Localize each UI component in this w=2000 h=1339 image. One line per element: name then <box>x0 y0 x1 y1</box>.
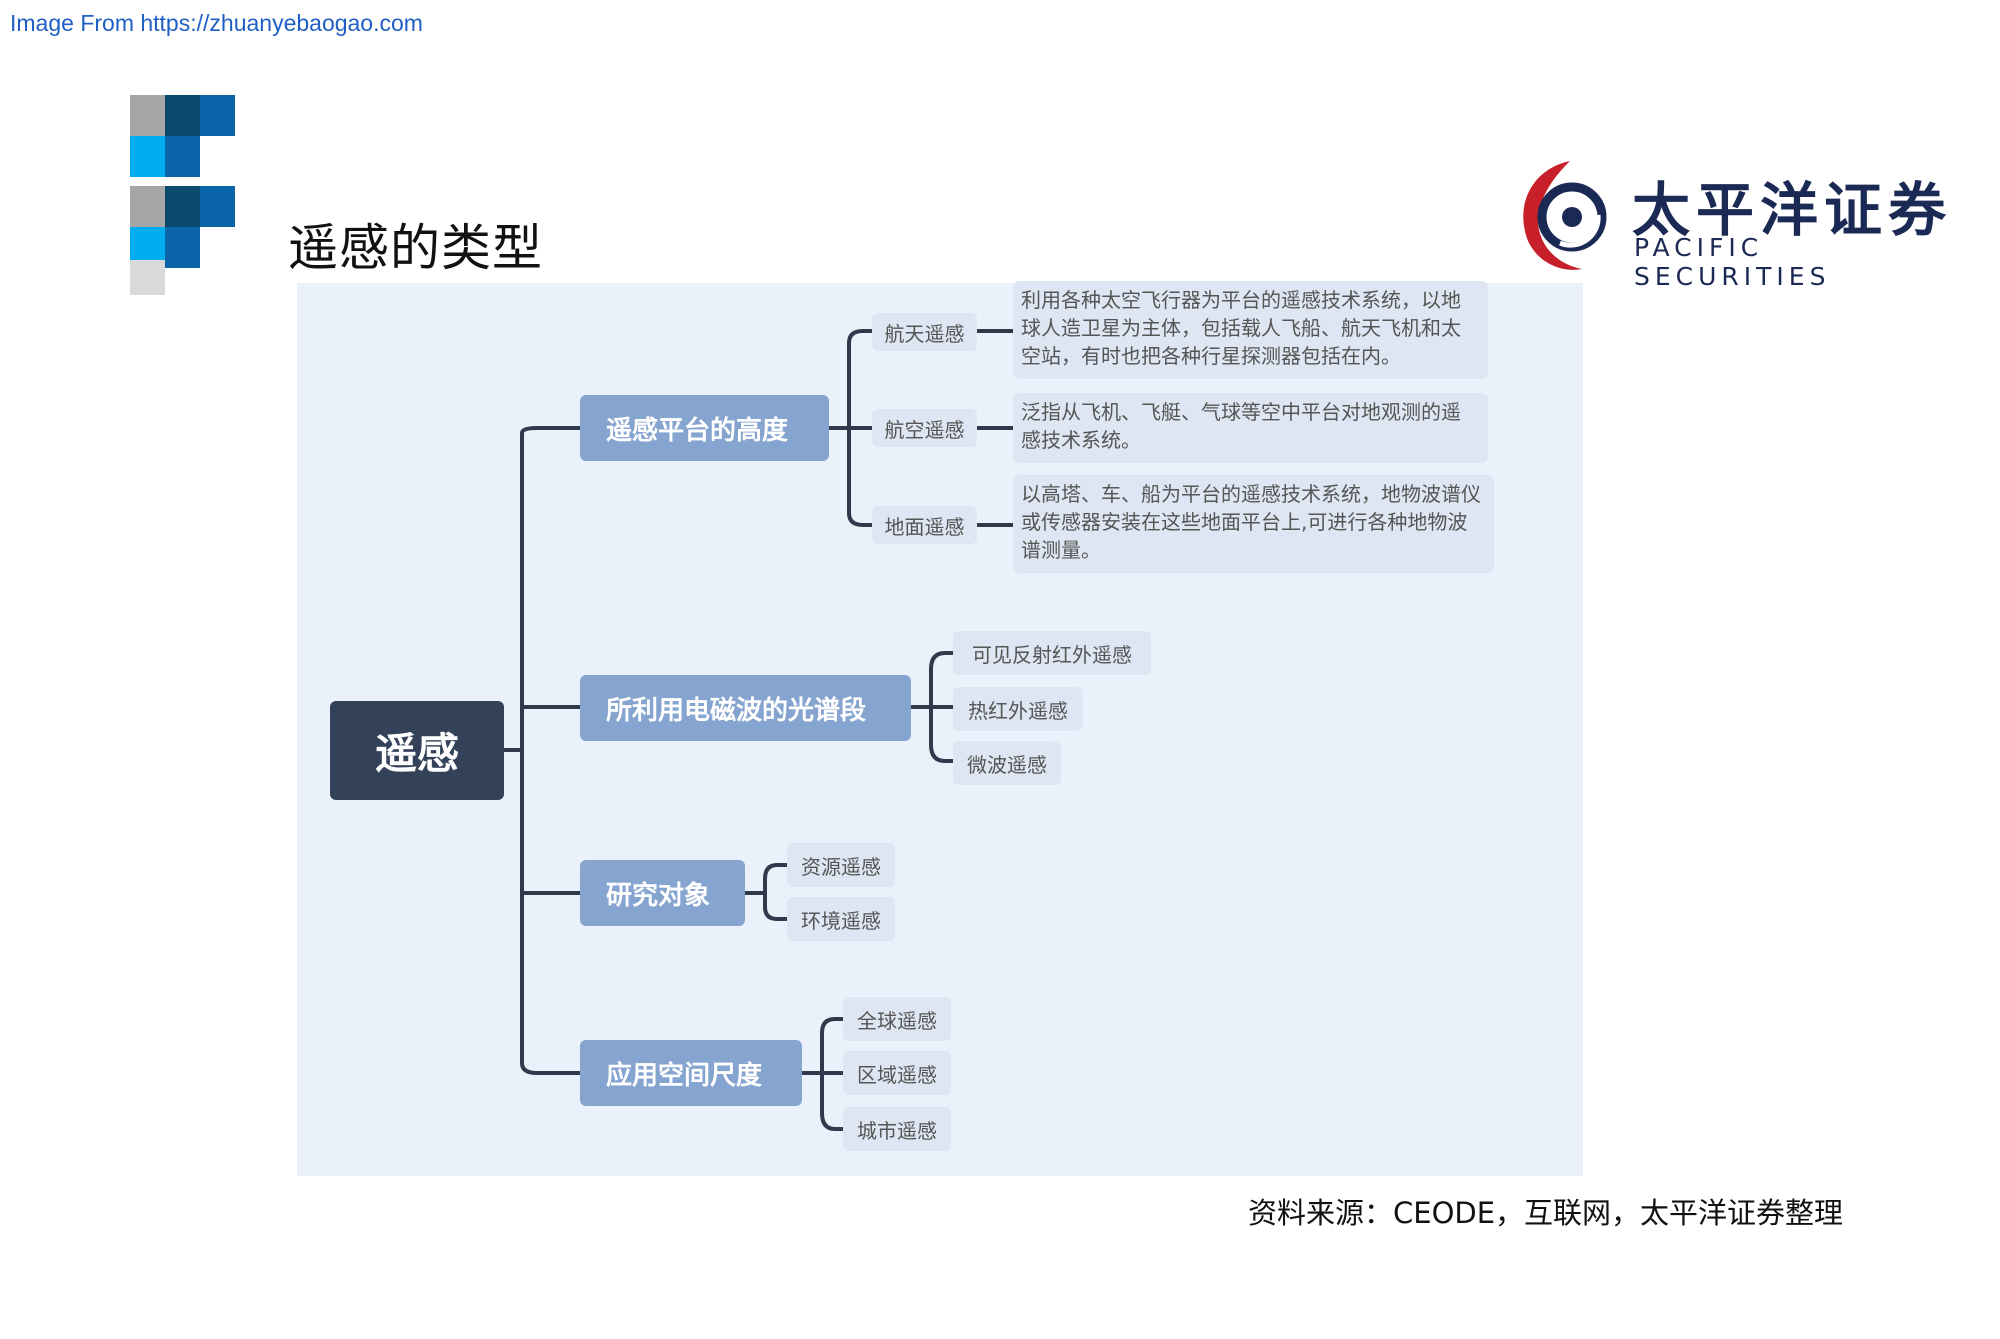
leaf-aerial-rs: 航空遥感 <box>872 409 977 447</box>
category-research-object: 研究对象 <box>580 860 745 926</box>
category-spatial-scale: 应用空间尺度 <box>580 1040 802 1106</box>
leaf-regional-rs: 区域遥感 <box>843 1051 951 1095</box>
category-spectrum-band: 所利用电磁波的光谱段 <box>580 675 911 741</box>
page-title: 遥感的类型 <box>288 219 543 277</box>
mind-map-panel: 遥感 遥感平台的高度 所利用电磁波的光谱段 研究对象 应用空间尺度 航天遥感 航… <box>297 281 1583 1176</box>
leaf-global-rs: 全球遥感 <box>843 997 951 1041</box>
source-note: 资料来源：CEODE，互联网，太平洋证券整理 <box>1248 1196 1844 1230</box>
decorative-squares <box>130 95 236 295</box>
leaf-microwave: 微波遥感 <box>953 741 1061 785</box>
leaf-urban-rs: 城市遥感 <box>843 1107 951 1151</box>
logo-chinese-text: 太平洋证券 <box>1632 176 1953 244</box>
desc-aerospace-rs: 利用各种太空飞行器为平台的遥感技术系统，以地球人造卫星为主体，包括载人飞船、航天… <box>1013 281 1488 379</box>
root-node: 遥感 <box>330 701 504 800</box>
connector-lines <box>502 329 1015 1131</box>
leaf-thermal-ir: 热红外遥感 <box>953 687 1083 731</box>
desc-ground-rs: 以高塔、车、船为平台的遥感技术系统，地物波谱仪或传感器安装在这些地面平台上,可进… <box>1013 475 1494 573</box>
logo-english-text: PACIFIC SECURITIES <box>1634 233 1831 291</box>
desc-aerial-rs: 泛指从飞机、飞艇、气球等空中平台对地观测的遥感技术系统。 <box>1013 393 1488 463</box>
logo-emblem-icon <box>1523 161 1607 270</box>
leaf-aerospace-rs: 航天遥感 <box>872 313 977 351</box>
leaf-ground-rs: 地面遥感 <box>872 506 977 544</box>
pacific-securities-logo: 太平洋证券 PACIFIC SECURITIES <box>1510 155 1970 291</box>
leaf-visible-reflective-ir: 可见反射红外遥感 <box>953 631 1151 675</box>
leaf-resource-rs: 资源遥感 <box>787 843 895 887</box>
leaf-environment-rs: 环境遥感 <box>787 897 895 941</box>
source-link[interactable]: Image From https://zhuanyebaogao.com <box>10 10 423 36</box>
category-platform-height: 遥感平台的高度 <box>580 395 829 461</box>
